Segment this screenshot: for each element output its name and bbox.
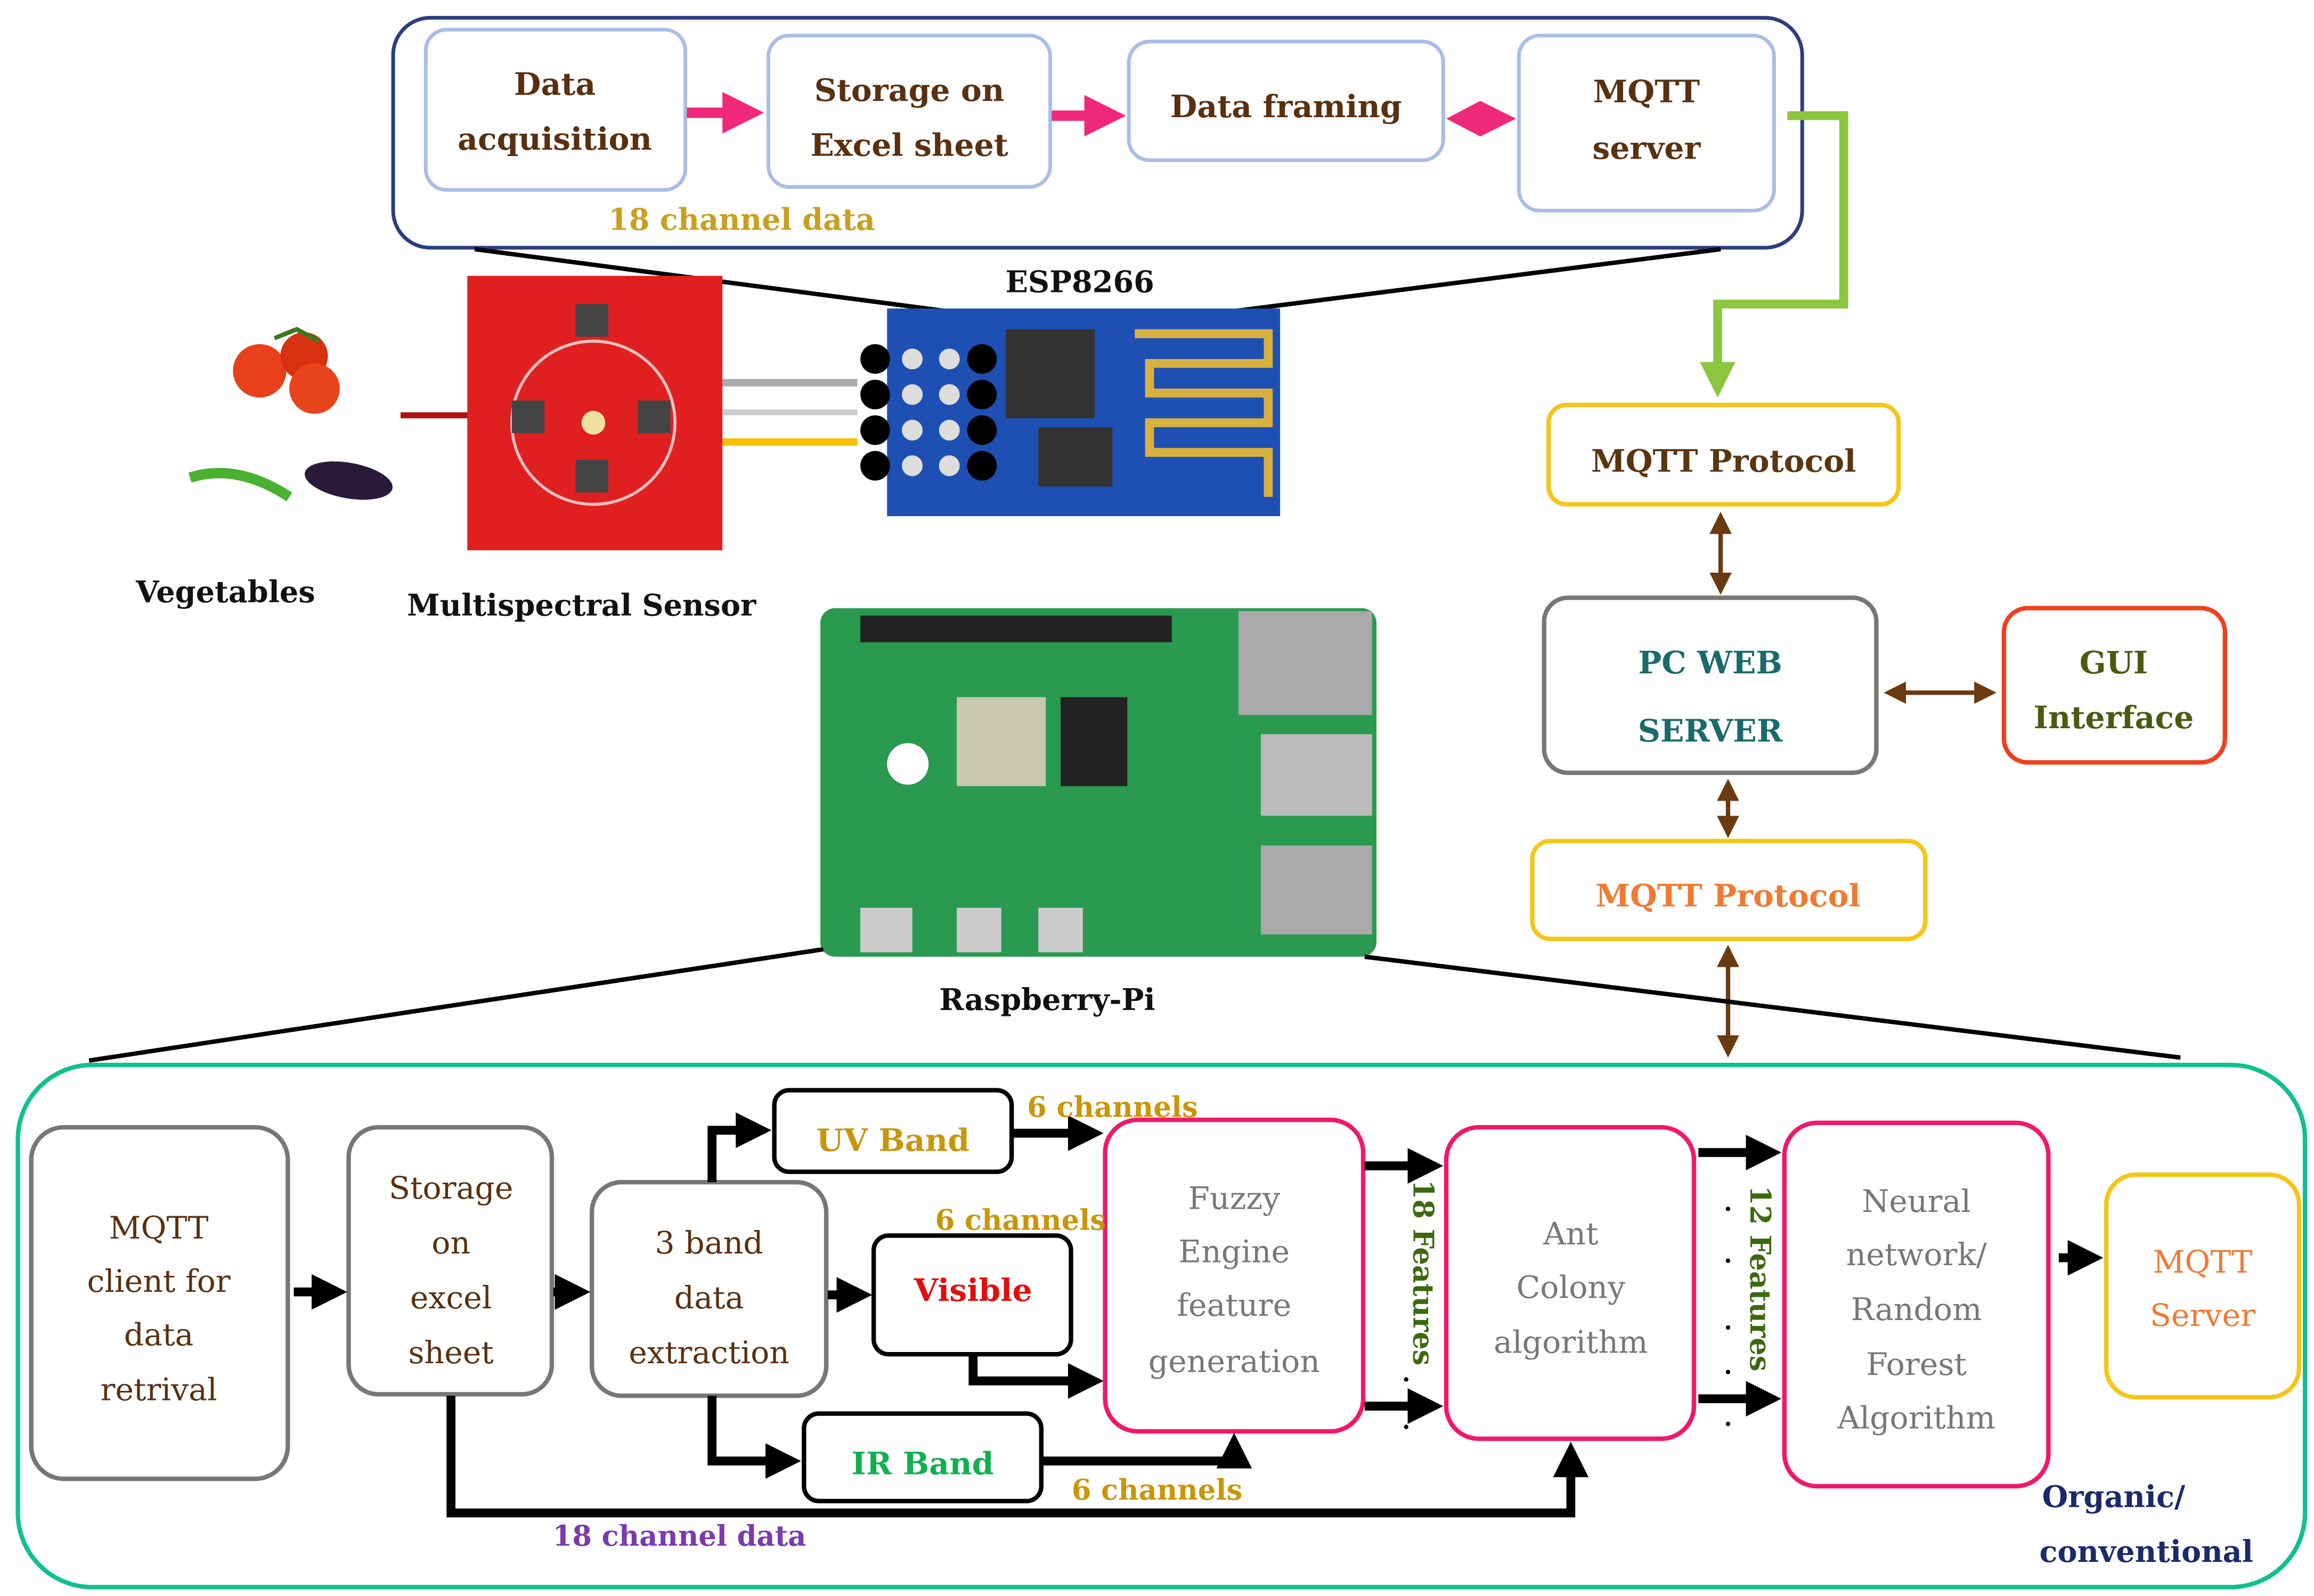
esp-firmware-block: Data acquisition Storage on Excel sheet … xyxy=(391,15,1804,250)
neural-network-box: Neural network/ Random Forest Algorithm xyxy=(1782,1120,2051,1489)
svg-text:feature: feature xyxy=(1177,1287,1291,1323)
svg-text:Data framing: Data framing xyxy=(1170,88,1402,125)
svg-text:Visible: Visible xyxy=(914,1272,1032,1308)
svg-text:MQTT Protocol: MQTT Protocol xyxy=(1595,877,1861,914)
svg-text:sheet: sheet xyxy=(408,1334,494,1371)
ir-channels-label: 6 channels xyxy=(1072,1473,1243,1507)
svg-text:MQTT Protocol: MQTT Protocol xyxy=(1591,442,1856,479)
svg-text:extraction: extraction xyxy=(629,1334,789,1371)
uv-channels-label: 6 channels xyxy=(1027,1091,1198,1124)
channel-data-label: 18 channel data xyxy=(608,203,875,238)
esp-to-mqtt-protocol-link xyxy=(1700,111,1848,398)
mqtt-protocol-box-1: MQTT Protocol xyxy=(1546,402,1901,507)
svg-text:acquisition: acquisition xyxy=(458,120,652,157)
svg-text:Server: Server xyxy=(2150,1297,2255,1333)
storage-excel-box: Storage on Excel sheet xyxy=(767,34,1053,189)
channel-data-label: 18 channel data xyxy=(552,1519,806,1552)
output-label-line2: conventional xyxy=(2039,1535,2253,1569)
fuzzy-engine-box: Fuzzy Engine feature generation xyxy=(1103,1118,1366,1434)
svg-text:MQTT: MQTT xyxy=(2153,1244,2253,1280)
svg-text:UV Band: UV Band xyxy=(817,1122,969,1159)
svg-text:client for: client for xyxy=(87,1263,230,1299)
svg-text:algorithm: algorithm xyxy=(1494,1324,1648,1360)
svg-text:server: server xyxy=(1592,129,1701,166)
raspberry-pi-label: Raspberry-Pi xyxy=(939,983,1155,1017)
svg-text:Storage: Storage xyxy=(389,1170,514,1206)
svg-text:Ant: Ant xyxy=(1543,1216,1599,1252)
data-acquisition-box: Data acquisition xyxy=(423,28,688,192)
svg-text:Excel sheet: Excel sheet xyxy=(810,126,1008,163)
flow-arrows xyxy=(294,1112,2104,1518)
ellipsis-dots xyxy=(1404,1207,1731,1429)
ir-band-box: IR Band xyxy=(802,1411,1044,1503)
visible-band-box: Visible xyxy=(871,1233,1073,1357)
svg-text:Neural: Neural xyxy=(1862,1183,1971,1219)
svg-text:PC WEB: PC WEB xyxy=(1638,644,1782,681)
esp8266-board-image xyxy=(860,308,1281,516)
svg-text:Engine: Engine xyxy=(1178,1234,1290,1270)
multispectral-sensor-image xyxy=(400,275,723,551)
svg-text:Algorithm: Algorithm xyxy=(1837,1399,1995,1436)
svg-text:data: data xyxy=(674,1280,744,1316)
bidirectional-arrow xyxy=(1446,101,1516,137)
mqtt-client-box: MQTT client for data retrival xyxy=(29,1125,290,1481)
features-18-label: 18 Features xyxy=(1407,1180,1440,1366)
svg-text:Data: Data xyxy=(514,66,596,102)
svg-text:on: on xyxy=(431,1225,470,1261)
data-framing-box: Data framing xyxy=(1127,39,1445,162)
svg-text:Colony: Colony xyxy=(1517,1269,1626,1305)
vegetables-image xyxy=(188,327,393,501)
svg-text:GUI: GUI xyxy=(2080,644,2148,681)
band-extraction-box: 3 band data extraction xyxy=(589,1179,829,1398)
svg-text:Forest: Forest xyxy=(1866,1346,1967,1382)
storage-excel-sheet-box: Storage on excel sheet xyxy=(346,1125,555,1397)
mqtt-protocol-box-2: MQTT Protocol xyxy=(1530,838,1928,941)
pc-web-server-box: PC WEB SERVER xyxy=(1542,595,1879,775)
svg-text:retrival: retrival xyxy=(100,1371,217,1407)
sensor-label: Multispectral Sensor xyxy=(407,589,756,623)
svg-text:IR Band: IR Band xyxy=(852,1445,994,1482)
mqtt-server-output-box: MQTT Server xyxy=(2104,1172,2302,1400)
output-label-line1: Organic/ xyxy=(2042,1480,2186,1514)
visible-channels-label: 6 channels xyxy=(935,1203,1106,1236)
raspberry-pi-image xyxy=(820,608,1377,957)
svg-text:Interface: Interface xyxy=(2034,699,2194,736)
svg-text:MQTT: MQTT xyxy=(1593,73,1700,110)
esp-label: ESP8266 xyxy=(1005,265,1154,300)
vegetables-label: Vegetables xyxy=(135,575,315,609)
svg-text:Random: Random xyxy=(1851,1291,1982,1328)
features-12-label: 12 Features xyxy=(1743,1186,1777,1372)
uv-band-box: UV Band xyxy=(772,1088,1014,1174)
svg-text:3 band: 3 band xyxy=(655,1225,763,1261)
svg-text:network/: network/ xyxy=(1846,1236,1987,1273)
svg-text:SERVER: SERVER xyxy=(1638,712,1783,749)
svg-text:Storage on: Storage on xyxy=(814,71,1005,108)
svg-text:generation: generation xyxy=(1148,1343,1320,1380)
ant-colony-box: Ant Colony algorithm xyxy=(1444,1125,1697,1442)
svg-text:data: data xyxy=(124,1316,194,1353)
raspberry-pi-processing-block: MQTT client for data retrival Storage on… xyxy=(15,1063,2308,1590)
svg-text:excel: excel xyxy=(410,1280,492,1316)
svg-text:MQTT: MQTT xyxy=(109,1210,209,1246)
gui-interface-box: GUI Interface xyxy=(2001,606,2227,765)
mqtt-server-box: MQTT server xyxy=(1517,34,1776,213)
svg-text:Fuzzy: Fuzzy xyxy=(1188,1180,1280,1216)
